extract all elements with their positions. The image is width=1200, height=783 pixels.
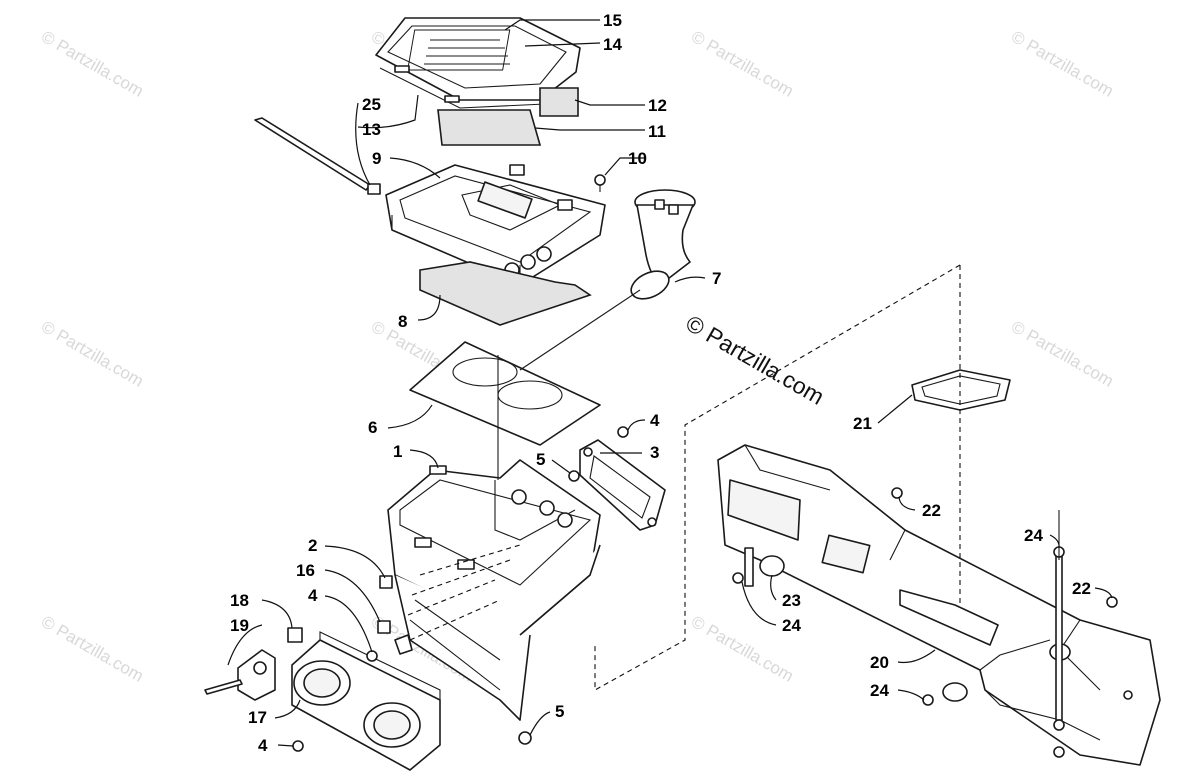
callout-15[interactable]: 15	[603, 11, 622, 30]
callout-22[interactable]: 22	[1072, 579, 1091, 598]
filter-cover[interactable]	[375, 17, 581, 109]
bolt[interactable]	[732, 572, 744, 584]
watermark: © Partzilla.com	[688, 612, 797, 686]
callout-22[interactable]: 22	[922, 501, 941, 520]
callout-12[interactable]: 12	[648, 96, 667, 115]
watermark: © Partzilla.com	[1008, 317, 1117, 391]
watermark: © Partzilla.com	[38, 27, 147, 101]
bushing[interactable]	[379, 575, 393, 589]
screw[interactable]	[594, 174, 606, 186]
callout-17[interactable]: 17	[248, 708, 267, 727]
callout-14[interactable]: 14	[603, 35, 622, 54]
gasket[interactable]	[409, 341, 601, 446]
callout-19[interactable]: 19	[230, 616, 249, 635]
filter-foam-element[interactable]	[437, 109, 542, 146]
callout-11[interactable]: 11	[648, 122, 666, 141]
airbox-tray[interactable]	[385, 164, 606, 286]
callout-5[interactable]: 5	[536, 450, 545, 469]
inlet-duct[interactable]	[291, 631, 441, 771]
bolt[interactable]	[617, 426, 629, 438]
nut[interactable]	[1053, 746, 1065, 758]
callout-23[interactable]: 23	[782, 591, 801, 610]
console-housing[interactable]	[717, 444, 1161, 766]
console-seal[interactable]	[911, 369, 1011, 411]
cable-tie-head	[367, 183, 381, 195]
callout-numbers: 15 14 12 11 25 13 9 10 7 8 6 1 4 3 5 2 1…	[230, 11, 1091, 755]
watermark: © Partzilla.com	[38, 317, 147, 391]
spacer[interactable]	[287, 627, 303, 643]
callout-4[interactable]: 4	[308, 586, 318, 605]
watermark: © Partzilla.com	[1008, 27, 1117, 101]
callout-4[interactable]: 4	[258, 736, 268, 755]
callout-8[interactable]: 8	[398, 312, 407, 331]
mount-bracket[interactable]	[237, 649, 276, 701]
callout-13[interactable]: 13	[362, 120, 381, 139]
filter-foam-small[interactable]	[539, 87, 579, 117]
grommet[interactable]	[377, 620, 391, 634]
assembly-line	[519, 289, 641, 371]
callout-25[interactable]: 25	[362, 95, 381, 114]
flange-plate[interactable]	[579, 439, 666, 531]
callout-3[interactable]: 3	[650, 443, 659, 462]
air-box[interactable]	[387, 459, 601, 721]
callout-6[interactable]: 6	[368, 418, 377, 437]
callout-4[interactable]: 4	[650, 411, 660, 430]
bolt[interactable]	[292, 740, 304, 752]
callout-24[interactable]: 24	[1024, 526, 1043, 545]
bolt[interactable]	[891, 487, 903, 499]
latch-bracket[interactable]	[744, 547, 754, 587]
callout-20[interactable]: 20	[870, 653, 889, 672]
watermark: © Partzilla.com	[38, 612, 147, 686]
grommet-pad	[759, 555, 785, 577]
clip[interactable]	[394, 634, 413, 655]
callout-24[interactable]: 24	[870, 681, 889, 700]
callout-21[interactable]: 21	[853, 414, 872, 433]
intake-boot[interactable]	[627, 189, 696, 304]
assembly-line	[594, 264, 961, 691]
bolt[interactable]	[1106, 596, 1118, 608]
callout-9[interactable]: 9	[372, 149, 381, 168]
cable-tie[interactable]	[254, 117, 371, 191]
callout-24[interactable]: 24	[782, 616, 801, 635]
callout-1[interactable]: 1	[393, 442, 402, 461]
nut[interactable]	[518, 731, 532, 745]
airbox-foam-pad[interactable]	[419, 261, 592, 326]
support-rod[interactable]	[1055, 554, 1063, 721]
callout-7[interactable]: 7	[712, 269, 721, 288]
nut[interactable]	[568, 470, 580, 482]
leader-lines	[227, 19, 1113, 747]
bolt[interactable]	[366, 650, 378, 662]
callout-18[interactable]: 18	[230, 591, 249, 610]
bolt-long[interactable]	[204, 679, 243, 695]
watermark-main: © Partzilla.com	[682, 310, 829, 410]
callout-2[interactable]: 2	[308, 536, 317, 555]
callout-5[interactable]: 5	[555, 702, 564, 721]
watermark: © Partzilla.com	[688, 27, 797, 101]
washer	[942, 682, 968, 702]
callout-10[interactable]: 10	[628, 149, 647, 168]
nut[interactable]	[1053, 719, 1065, 731]
bolt[interactable]	[922, 694, 934, 706]
callout-16[interactable]: 16	[296, 561, 315, 580]
